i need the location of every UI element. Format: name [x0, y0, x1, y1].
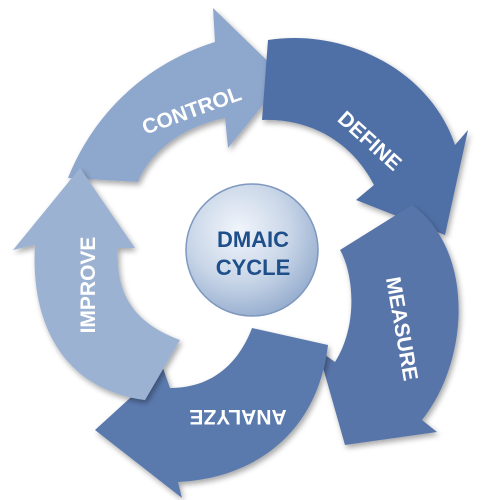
- measure-arrow: [318, 205, 459, 445]
- define-arrow: [262, 37, 468, 236]
- step-label-analyze: ANALYZE: [189, 405, 286, 428]
- center-label-line2: CYCLE: [216, 255, 291, 280]
- improve-arrow: [13, 168, 180, 400]
- center-hub: [185, 183, 319, 317]
- center-label-line1: DMAIC: [217, 227, 289, 252]
- analyze-arrow: [95, 328, 328, 498]
- control-arrow: [68, 8, 285, 182]
- step-label-improve: IMPROVE: [77, 237, 100, 334]
